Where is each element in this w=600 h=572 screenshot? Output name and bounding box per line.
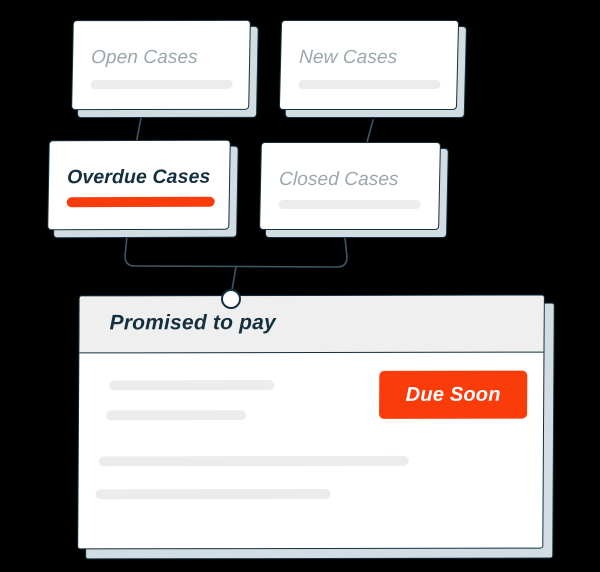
card-accent-bar bbox=[66, 196, 215, 208]
panel-promised-to-pay[interactable]: Promised to pay Due Soon bbox=[77, 294, 555, 560]
card-closed-cases[interactable]: Closed Cases bbox=[259, 142, 449, 238]
panel-face: Promised to pay Due Soon bbox=[77, 294, 545, 550]
card-open-cases[interactable]: Open Cases bbox=[71, 19, 259, 119]
panel-title: Promised to pay bbox=[109, 311, 277, 335]
card-new-cases[interactable]: New Cases bbox=[278, 20, 467, 118]
card-title: Closed Cases bbox=[278, 169, 399, 190]
panel-placeholder-bar bbox=[105, 410, 247, 421]
card-overdue-cases[interactable]: Overdue Cases bbox=[47, 139, 239, 239]
panel-body: Due Soon bbox=[78, 353, 543, 549]
card-placeholder-bar bbox=[298, 79, 441, 89]
status-badge-due-soon[interactable]: Due Soon bbox=[379, 370, 528, 419]
card-title: Open Cases bbox=[90, 46, 198, 69]
card-face: Open Cases bbox=[71, 19, 251, 111]
panel-placeholder-bar bbox=[109, 380, 275, 391]
panel-header: Promised to pay bbox=[79, 295, 544, 354]
card-placeholder-bar bbox=[278, 199, 421, 209]
card-face: Closed Cases bbox=[259, 142, 441, 230]
connector-bracket-to-node bbox=[124, 235, 348, 268]
connector-new-to-closed bbox=[365, 119, 374, 147]
connector-open-to-overdue bbox=[135, 117, 142, 145]
card-face: New Cases bbox=[278, 20, 460, 110]
connector-bracket-stem bbox=[231, 266, 237, 291]
panel-placeholder-bar bbox=[95, 488, 331, 500]
card-title: New Cases bbox=[298, 47, 398, 68]
card-title: Overdue Cases bbox=[66, 165, 211, 189]
junction-node-icon bbox=[221, 289, 241, 309]
panel-placeholder-bar bbox=[98, 455, 409, 467]
status-badge-label: Due Soon bbox=[405, 383, 501, 406]
card-placeholder-bar bbox=[90, 79, 233, 90]
card-face: Overdue Cases bbox=[47, 139, 231, 231]
